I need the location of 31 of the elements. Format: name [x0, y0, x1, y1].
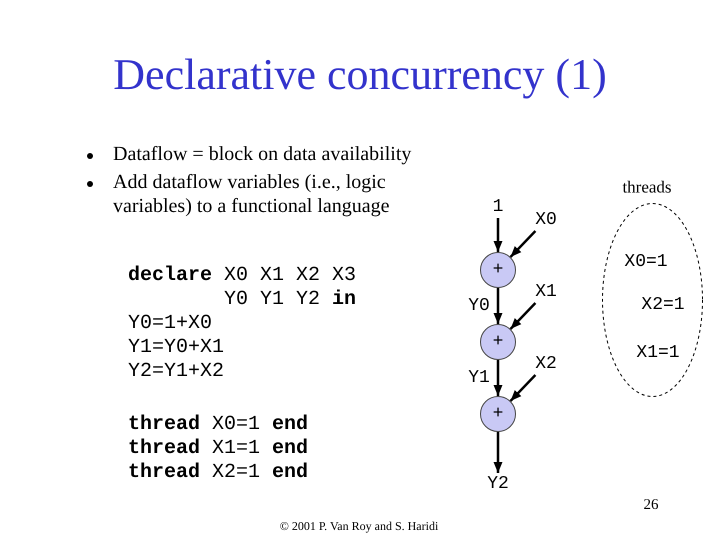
- slide-title: Declarative concurrency (1): [113, 50, 607, 100]
- bullet-text: Dataflow = block on data availability: [113, 142, 412, 166]
- arrow: [510, 374, 536, 402]
- arrow: [494, 288, 502, 324]
- operator-circle: +: [480, 396, 516, 432]
- code-line: declare X0 X1 X2 X3 Y0 Y1 Y2 in: [128, 264, 358, 312]
- thread-statement: X2=1: [641, 296, 685, 314]
- page-number: 26: [644, 496, 658, 514]
- code-line: thread X2=1 end: [128, 461, 308, 485]
- operator-circle: +: [480, 252, 516, 288]
- thread-statement: X1=1: [636, 344, 680, 362]
- code-line: thread X0=1 end: [128, 413, 308, 437]
- code-line: Y0=1+X0: [128, 312, 212, 336]
- code-line: Y2=Y1+X2: [128, 360, 224, 384]
- arrow: [494, 218, 502, 252]
- variable-label: X0: [535, 211, 557, 229]
- group-title: threads: [622, 178, 672, 196]
- arrow: [510, 230, 536, 258]
- copyright-footer: © 2001 P. Van Roy and S. Haridi: [280, 519, 438, 534]
- variable-label: Y2: [487, 475, 509, 493]
- bullet-text: Add dataflow variables (i.e., logic variables) to a functional language: [113, 170, 391, 218]
- variable-label: X1: [535, 283, 557, 301]
- variable-label: X2: [535, 355, 557, 373]
- arrow: [494, 432, 502, 473]
- operator-circle: +: [480, 324, 516, 360]
- arrow: [494, 360, 502, 396]
- thread-statement: X0=1: [624, 253, 668, 271]
- constant-label: 1: [492, 198, 504, 216]
- code-line: Y1=Y0+X1: [128, 336, 224, 360]
- code-line: thread X1=1 end: [128, 437, 308, 461]
- arrow: [510, 302, 536, 330]
